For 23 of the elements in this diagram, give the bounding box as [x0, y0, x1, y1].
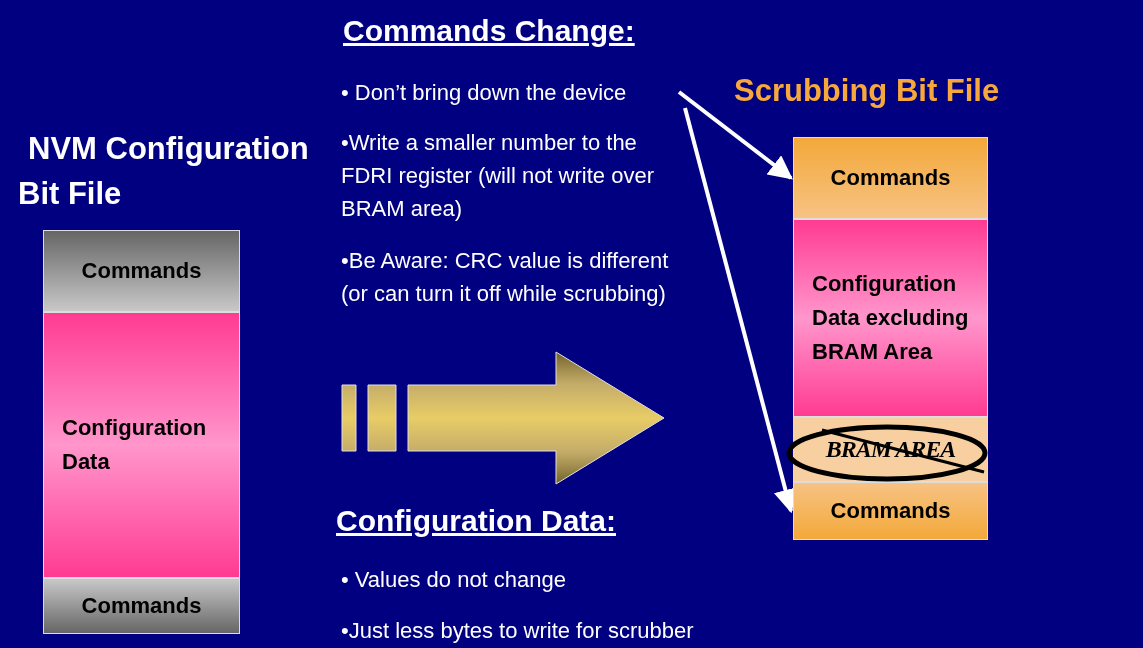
file-heading: Scrubbing Bit File — [734, 72, 1001, 110]
file-section — [43, 312, 240, 578]
section-label: Commands — [81, 592, 202, 620]
section-label: Commands — [81, 257, 202, 285]
file-section — [793, 219, 988, 417]
file-section — [793, 137, 988, 219]
section-heading: Commands Change: — [343, 14, 635, 48]
file-heading: NVM Configuration Bit File — [18, 130, 310, 213]
section-label: Commands — [830, 164, 951, 192]
block-arrow — [341, 351, 665, 485]
file-section — [793, 482, 988, 540]
bullet-text: •Just less bytes to write for scrubber — [341, 617, 695, 645]
section-heading: Configuration Data: — [336, 504, 616, 538]
section-label: Commands — [830, 497, 951, 525]
bullet-text: • Values do not change — [341, 566, 568, 594]
file-section — [43, 578, 240, 634]
section-label: Configuration Data excluding BRAM Area — [812, 270, 969, 366]
bullet-text: •Be Aware: CRC value is different (or can turn it off while scrubbing) — [341, 247, 670, 308]
section-label: Configuration Data — [62, 414, 208, 476]
bullet-text: •Write a smaller number to the FDRI register (will not write over BRAM area) — [341, 129, 655, 223]
file-section — [43, 230, 240, 312]
bullet-text: • Don’t bring down the device — [341, 76, 679, 108]
arrow — [677, 90, 793, 180]
